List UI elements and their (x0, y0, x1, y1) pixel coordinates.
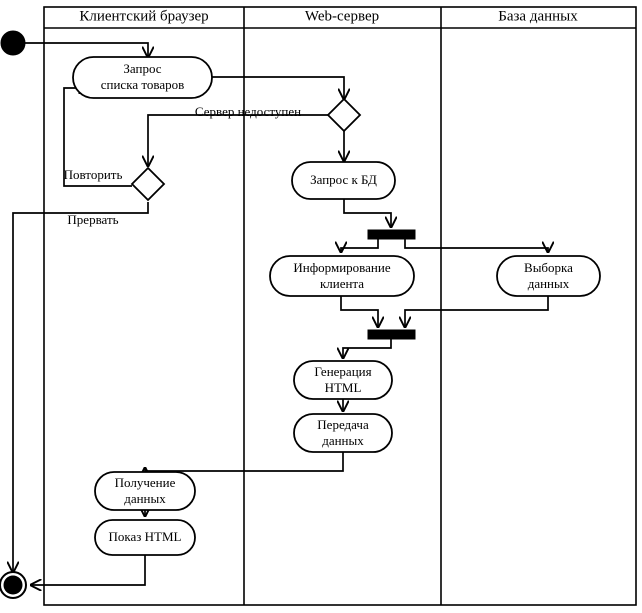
node-select-data-label-line2: данных (528, 276, 570, 291)
edge-start-to-request (25, 42, 148, 57)
edge-show-html-to-end (31, 554, 146, 585)
lane-header-database: База данных (498, 8, 578, 24)
node-fork-bar-1 (367, 229, 416, 240)
lane-title-client: Клиентский браузер (79, 8, 208, 24)
lane-title-webserver: Web-сервер (305, 8, 379, 24)
edge-transfer-to-receive (145, 452, 344, 471)
guard-label-abort: Прервать (67, 212, 118, 227)
node-receive-data-label-line2: данных (124, 491, 166, 506)
node-decision-retry[interactable] (130, 166, 166, 202)
node-select-data-label-line1: Выборка (524, 260, 573, 275)
node-receive-data-label-line1: Получение (115, 475, 176, 490)
node-show-html-label-line1: Показ HTML (109, 529, 182, 544)
node-final (0, 571, 27, 599)
edge-join-to-generate-html (343, 338, 392, 358)
edge-abort-to-end (13, 202, 149, 572)
node-request-list-label-line1: Запрос (123, 61, 161, 76)
guard-label-server-unavailable: Сервер недоступен (195, 104, 301, 119)
node-transfer-data[interactable]: Передача данных (293, 413, 393, 453)
node-inform-client-label-line1: Информирование (293, 260, 390, 275)
swimlane-frame (43, 6, 637, 606)
node-request-list-label-line2: списка товаров (101, 77, 184, 92)
guard-label-retry: Повторить (64, 167, 123, 182)
node-join-bar-1 (367, 329, 416, 340)
node-decision-server[interactable] (326, 97, 362, 133)
edge-request-to-decision-server (212, 76, 344, 99)
node-generate-html[interactable]: Генерация HTML (293, 360, 393, 400)
node-query-db[interactable]: Запрос к БД (291, 161, 396, 200)
node-receive-data[interactable]: Получение данных (94, 471, 196, 511)
lane-header-client: Клиентский браузер (79, 8, 208, 24)
node-transfer-data-label-line2: данных (322, 433, 364, 448)
node-select-data[interactable]: Выборка данных (496, 255, 601, 297)
node-generate-html-label-line2: HTML (325, 380, 362, 395)
node-request-list[interactable]: Запрос списка товаров (72, 56, 213, 99)
edge-fork-to-select-data (404, 238, 548, 252)
node-show-html[interactable]: Показ HTML (94, 519, 196, 556)
node-transfer-data-label-line1: Передача (317, 417, 369, 432)
lane-title-database: База данных (498, 8, 578, 24)
edge-select-data-to-join (405, 296, 549, 327)
edge-decision-server-to-retry (148, 114, 329, 166)
edge-query-db-to-fork (343, 199, 391, 227)
node-inform-client[interactable]: Информирование клиента (269, 255, 415, 297)
node-query-db-label-line1: Запрос к БД (310, 172, 377, 187)
lane-header-webserver: Web-сервер (305, 8, 379, 24)
node-initial (0, 30, 26, 56)
edge-inform-client-to-join (340, 296, 378, 327)
node-generate-html-label-line1: Генерация (314, 364, 371, 379)
edge-fork-to-inform-client (341, 238, 379, 252)
node-inform-client-label-line2: клиента (320, 276, 364, 291)
